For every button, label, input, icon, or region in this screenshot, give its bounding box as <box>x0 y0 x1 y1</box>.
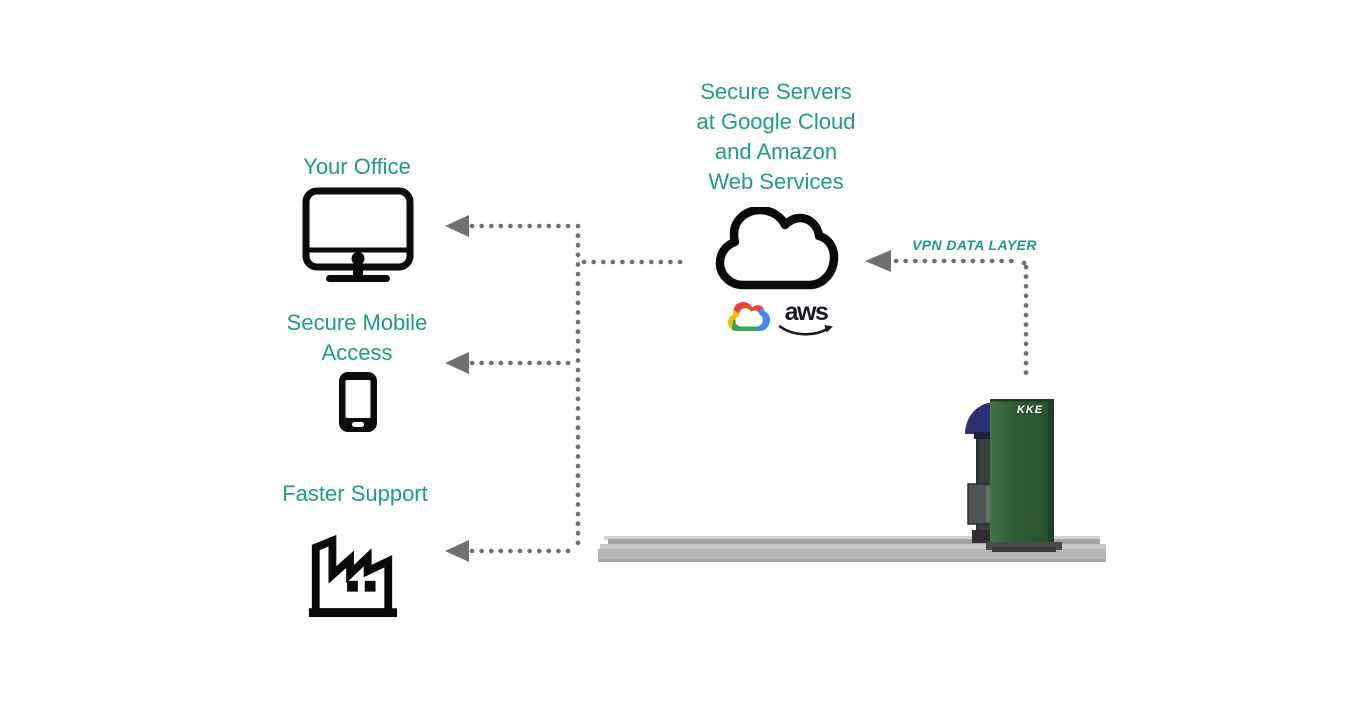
office-arrowhead <box>445 215 469 237</box>
desktop-monitor-icon <box>302 187 414 282</box>
mobile-label-line1: Secure Mobile <box>286 310 428 335</box>
vpn-layer-label: VPN DATA LAYER <box>912 237 1037 253</box>
office-label: Your Office <box>303 154 411 179</box>
support-label: Faster Support <box>282 481 428 506</box>
aws-smile-arrow <box>778 325 833 336</box>
cloud-icon <box>715 207 839 290</box>
aws-logo: aws <box>778 300 834 344</box>
kke-machine-illustration <box>598 399 1106 562</box>
servers-label-line1: Secure Servers <box>700 79 852 104</box>
servers-label-line3: and Amazon <box>714 139 838 164</box>
factory-arrowhead <box>445 540 469 562</box>
google-cloud-logo <box>728 302 770 331</box>
mobile-label-line2: Access <box>321 340 393 365</box>
servers-label: Secure Servers at Google Cloud and Amazo… <box>646 77 906 197</box>
servers-label-line4: Web Services <box>708 169 844 194</box>
rail-platform <box>598 536 1106 562</box>
aws-wordmark: aws <box>784 298 829 326</box>
smartphone-icon <box>339 372 377 432</box>
factory-icon <box>308 534 398 618</box>
mobile-label: Secure Mobile Access <box>257 308 457 368</box>
servers-label-line2: at Google Cloud <box>696 109 856 134</box>
machine-tower <box>965 399 1062 552</box>
vpn-corner-dot <box>1021 260 1027 266</box>
vpn-arrowhead <box>865 250 891 272</box>
kke-brand-logo: KKE <box>1016 404 1044 416</box>
